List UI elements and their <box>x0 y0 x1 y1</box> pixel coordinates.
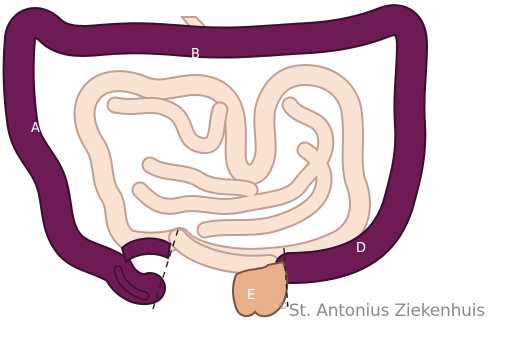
copyright-watermark: ©St. Antonius Ziekenhuis <box>278 301 485 321</box>
label-c: C <box>384 114 393 129</box>
label-d: D <box>356 241 366 256</box>
cecum <box>122 238 170 262</box>
copyright-symbol: © <box>278 301 288 312</box>
small-intestine-coils-fill <box>115 105 326 230</box>
label-e: E <box>247 288 255 303</box>
label-a: A <box>31 121 40 136</box>
label-b: B <box>191 47 200 62</box>
copyright-text: St. Antonius Ziekenhuis <box>289 301 485 321</box>
